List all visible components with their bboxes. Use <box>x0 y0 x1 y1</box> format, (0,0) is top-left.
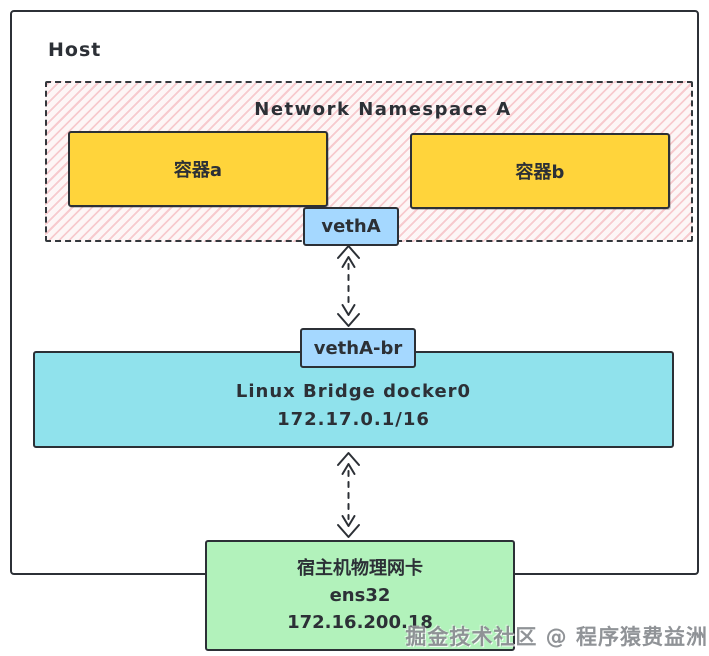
network-namespace-label: Network Namespace A <box>254 99 512 120</box>
container-b-box: 容器b <box>410 133 670 209</box>
veth-a-box: vethA <box>303 207 399 246</box>
nic-interface: ens32 <box>329 585 391 606</box>
host-label: Host <box>48 39 102 61</box>
veth-a-br-box: vethA-br <box>300 328 416 368</box>
network-namespace-box: Network Namespace A 容器a 容器b <box>45 81 693 242</box>
host-box: Host Network Namespace A 容器a 容器b <box>10 10 699 575</box>
nic-name: 宿主机物理网卡 <box>297 558 423 579</box>
nic-ip: 172.16.200.18 <box>287 612 433 633</box>
dashed-bidirectional-arrow-icon <box>337 245 360 327</box>
dashed-bidirectional-arrow-icon <box>337 452 360 538</box>
watermark: 掘金技术社区 @ 程序猿费益洲 <box>405 625 708 649</box>
bridge-name: Linux Bridge docker0 <box>235 380 472 402</box>
bridge-ip: 172.17.0.1/16 <box>277 408 430 430</box>
physical-nic-box: 宿主机物理网卡 ens32 172.16.200.18 <box>205 540 515 651</box>
container-a-box: 容器a <box>68 131 328 207</box>
